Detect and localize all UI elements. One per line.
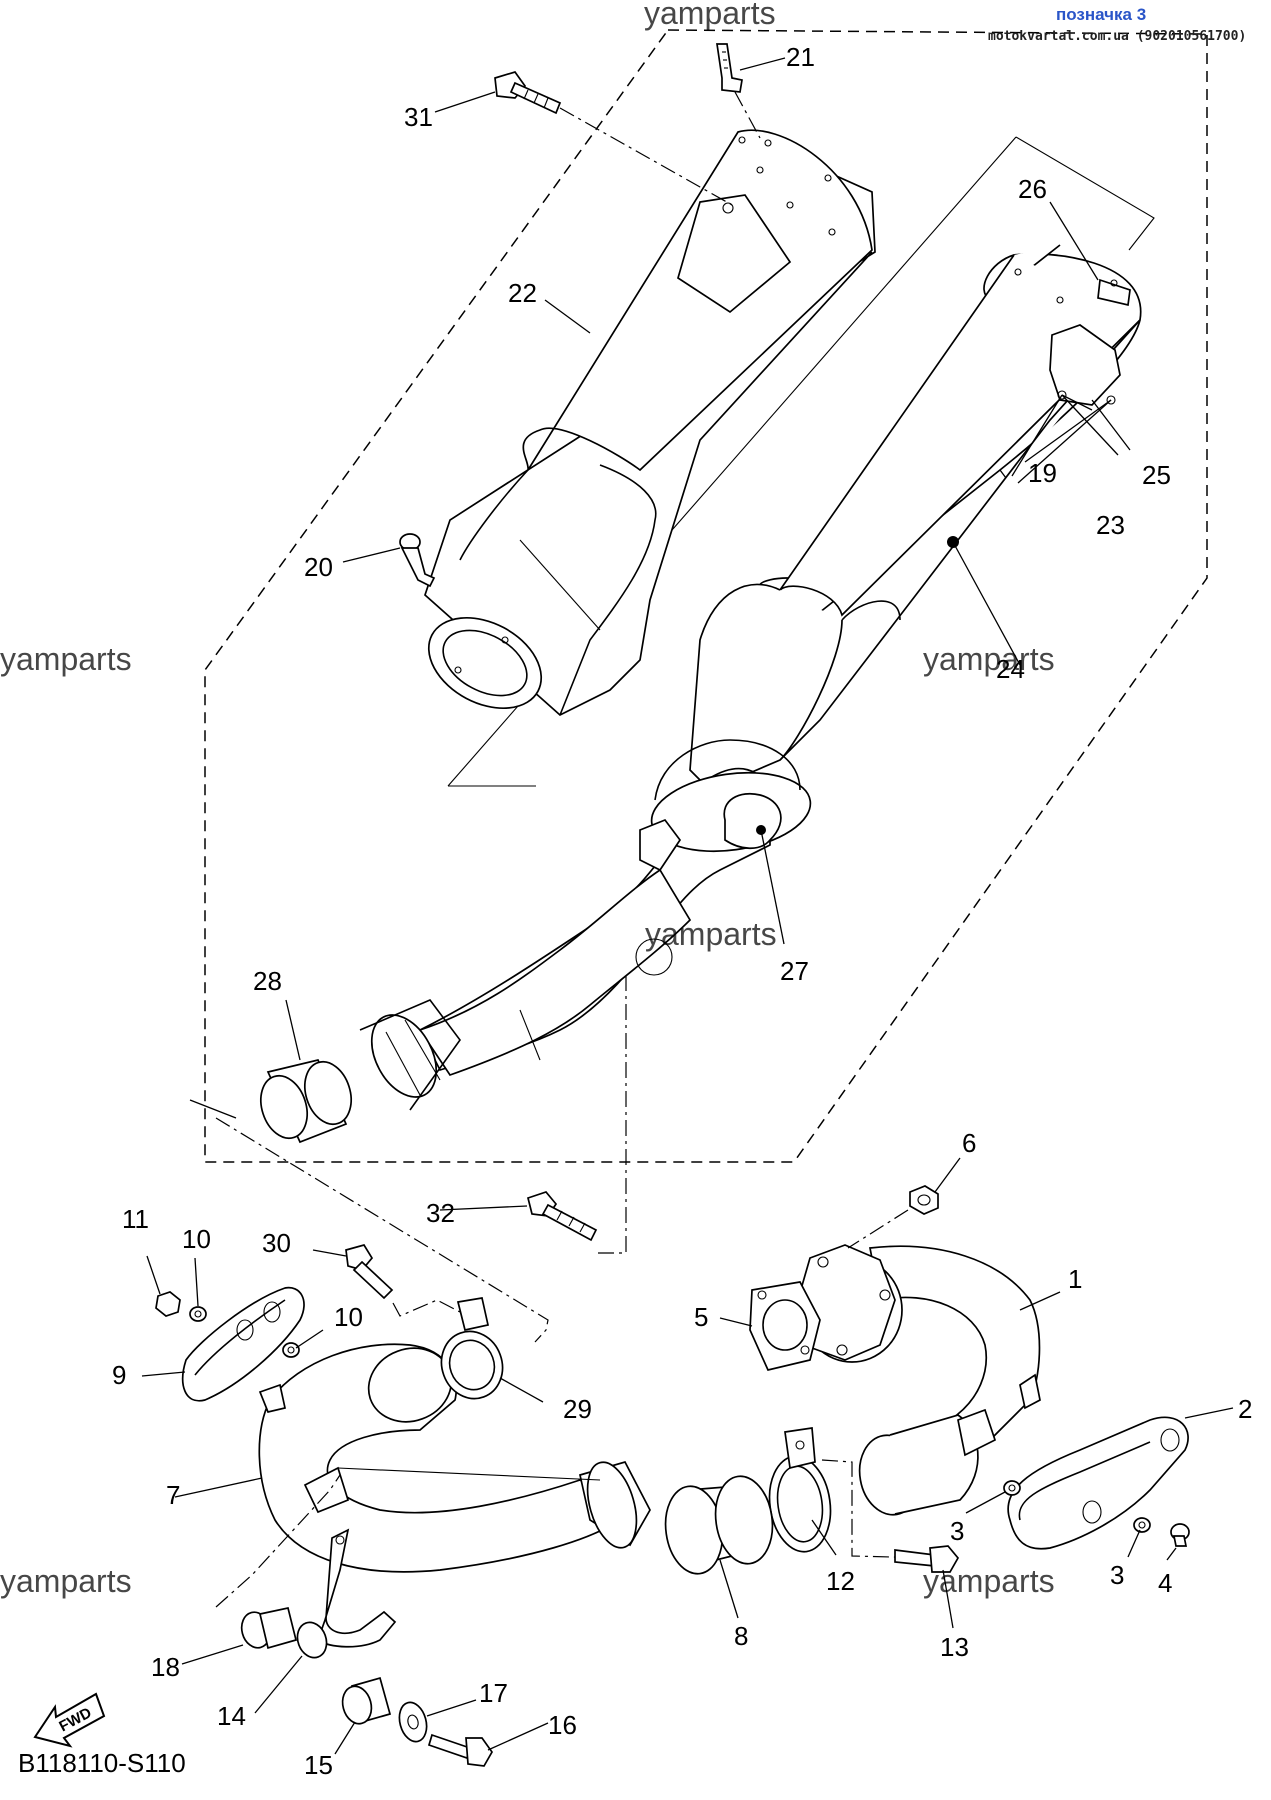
callout-28: 28 — [253, 966, 282, 996]
callout-10a: 10 — [182, 1224, 211, 1254]
bolt-30 — [345, 1244, 394, 1300]
callout-13: 13 — [940, 1632, 969, 1662]
muffler-cover-22 — [424, 129, 876, 717]
callout-7: 7 — [166, 1480, 180, 1510]
washer-10a — [189, 1306, 207, 1322]
callout-22: 22 — [508, 278, 537, 308]
washer-3a — [1003, 1480, 1021, 1496]
callout-18: 18 — [151, 1652, 180, 1682]
bolt-31 — [494, 71, 562, 115]
callout-2: 2 — [1238, 1394, 1252, 1424]
callout-labels: 1 2 3 3 4 5 6 7 8 9 10 10 11 12 13 14 15… — [112, 42, 1252, 1780]
callout-14: 14 — [217, 1701, 246, 1731]
watermark-right-upper: yamparts — [923, 641, 1055, 677]
washer-17 — [398, 1701, 428, 1743]
screw-20 — [399, 533, 436, 588]
washer-3b — [1133, 1517, 1151, 1533]
spacer-15 — [341, 1676, 392, 1725]
marker-label: позначка 3 — [1056, 5, 1146, 24]
callout-15: 15 — [304, 1750, 333, 1780]
callout-12: 12 — [826, 1566, 855, 1596]
bolt-16 — [427, 1733, 494, 1767]
watermark-top: yamparts — [644, 0, 776, 31]
callout-9: 9 — [112, 1360, 126, 1390]
clamp-12 — [768, 1427, 832, 1553]
bolt-4 — [1170, 1523, 1190, 1547]
screw-21 — [716, 43, 743, 93]
watermark-left-lower: yamparts — [0, 1563, 132, 1599]
callout-27: 27 — [780, 956, 809, 986]
leader-lines — [141, 57, 1234, 1755]
callout-10b: 10 — [334, 1302, 363, 1332]
watermarks: yamparts yamparts yamparts yamparts yamp… — [0, 0, 1055, 1599]
nut-11 — [155, 1291, 181, 1317]
watermark-center: yamparts — [645, 916, 777, 952]
callout-3a: 3 — [950, 1516, 964, 1546]
callout-19: 19 — [1028, 458, 1057, 488]
header-pipe-section — [359, 739, 812, 1111]
washer-10b — [282, 1342, 300, 1358]
gasket-5 — [749, 1281, 821, 1371]
muffler-24 — [689, 244, 1142, 792]
callout-25: 25 — [1142, 460, 1171, 490]
callout-1: 1 — [1068, 1264, 1082, 1294]
callout-30: 30 — [262, 1228, 291, 1258]
callout-31: 31 — [404, 102, 433, 132]
callout-20: 20 — [304, 552, 333, 582]
callout-6: 6 — [962, 1128, 976, 1158]
bolt-32 — [526, 1191, 598, 1242]
watermark-left-upper: yamparts — [0, 641, 132, 677]
bracket-14 — [296, 1528, 397, 1659]
callout-24: 24 — [996, 654, 1025, 684]
exhaust-header-1 — [794, 1244, 1041, 1516]
nut-6 — [909, 1185, 939, 1215]
heat-shield-2 — [1007, 1416, 1189, 1550]
callout-4: 4 — [1158, 1568, 1172, 1598]
sleeve-8 — [664, 1475, 774, 1575]
callout-23: 23 — [1096, 510, 1125, 540]
site-info: motokvartal.com.ua (902010561700) — [988, 29, 1246, 44]
callout-29: 29 — [563, 1394, 592, 1424]
watermark-right-lower: yamparts — [923, 1563, 1055, 1599]
grommet-18 — [240, 1606, 298, 1650]
callout-11: 11 — [122, 1204, 149, 1234]
reference-code: B118110-S110 — [18, 1748, 186, 1778]
bracket-9 — [182, 1286, 305, 1402]
callout-26: 26 — [1018, 174, 1047, 204]
callout-17: 17 — [479, 1678, 508, 1708]
exhaust-header-7 — [258, 1343, 651, 1573]
callout-21: 21 — [786, 42, 815, 72]
callout-16: 16 — [548, 1710, 577, 1740]
callout-5: 5 — [694, 1302, 708, 1332]
forward-arrow-icon: FWD — [33, 1692, 106, 1748]
clamp-29 — [440, 1297, 504, 1400]
callout-32: 32 — [426, 1198, 455, 1228]
bolt-13 — [894, 1545, 960, 1573]
callout-3b: 3 — [1110, 1560, 1124, 1590]
callout-8: 8 — [734, 1621, 748, 1651]
sleeve-28 — [260, 1059, 352, 1144]
